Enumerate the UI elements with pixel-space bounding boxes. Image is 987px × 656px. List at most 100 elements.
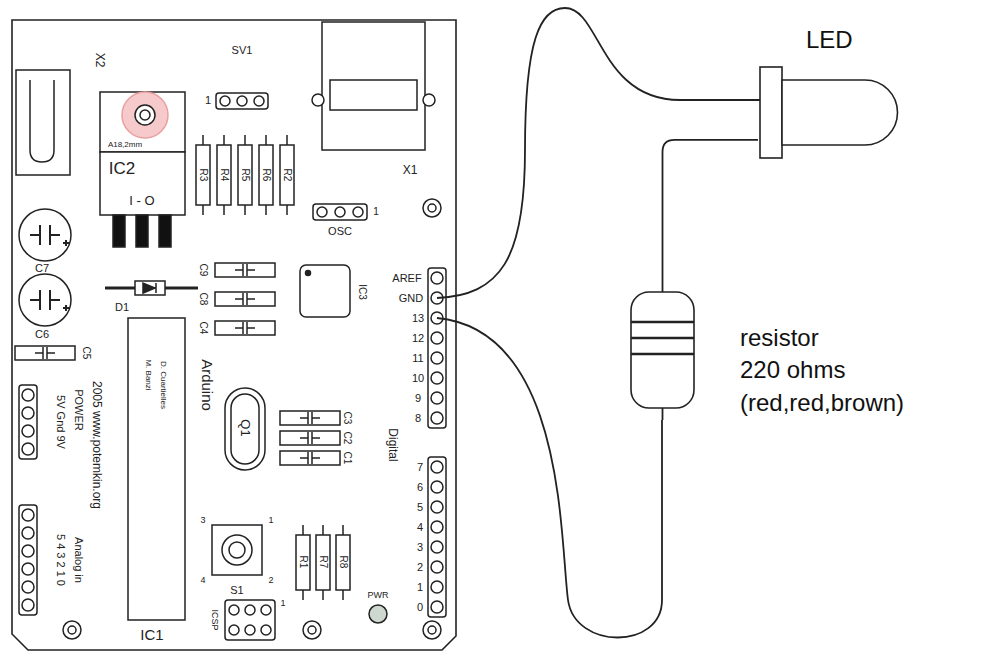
screw-hole [303, 621, 321, 639]
color-band [631, 322, 694, 354]
header-pin [22, 545, 34, 557]
board-label: 5V Gnd 9V [55, 395, 66, 449]
resistor-outline [625, 280, 700, 420]
board-outline [12, 20, 456, 650]
header-pin [431, 561, 443, 573]
board-label: R3 [198, 169, 208, 182]
capacitor-symbol [280, 451, 340, 465]
header-pin [431, 481, 443, 493]
board-label: 4 [200, 576, 205, 585]
board-label: R5 [240, 169, 250, 182]
usb-pin [312, 94, 324, 106]
capacitor-symbol [215, 321, 275, 335]
board-label: A18,2mm [108, 141, 142, 149]
resistor-symbol [259, 145, 273, 205]
board-label: 2 [268, 576, 273, 585]
resistor-lead [203, 135, 287, 215]
resistor-body [631, 292, 694, 408]
header-pin [261, 605, 271, 615]
header-pin [22, 563, 34, 575]
pin-header [428, 268, 446, 428]
header-pin [431, 272, 443, 284]
header-pin [431, 601, 443, 613]
board-label: SV1 [232, 45, 253, 56]
mount-hole [135, 105, 155, 125]
screw-hole [423, 199, 441, 217]
board-label: 1 [373, 207, 379, 217]
board-label: R7 [318, 556, 328, 569]
resistor-symbol [238, 145, 252, 205]
part-label: resistor 220 ohms (red,red,brown) [740, 322, 858, 419]
capacitor-symbol [280, 411, 340, 425]
chip-dot [306, 271, 311, 276]
header-pin [317, 207, 327, 217]
board-label: AREF [392, 273, 421, 284]
pin-header [313, 204, 367, 220]
board-label: C9 [198, 264, 208, 277]
board-label: D. Cuartielles [159, 361, 167, 409]
regulator-leg [159, 215, 171, 247]
pin-header [19, 505, 37, 615]
board-label: 7 [417, 462, 423, 473]
resistor-symbol [280, 145, 294, 205]
power-jack [30, 80, 54, 162]
resistor-symbol [296, 535, 310, 590]
gnd-wire [437, 8, 760, 298]
board-label: C4 [198, 322, 208, 335]
board-label: C7 [35, 263, 49, 274]
lead-wire [663, 140, 759, 280]
reset-button [212, 525, 262, 575]
board-label: Q1 [239, 419, 252, 436]
capacitor-symbol [215, 292, 275, 306]
capacitor-symbol [15, 346, 75, 360]
header-pin [431, 392, 443, 404]
header-pin [431, 412, 443, 424]
header-pin [229, 605, 239, 615]
board-label: 9 [415, 393, 421, 404]
board-label: C6 [35, 329, 49, 340]
capacitor-symbol [280, 431, 340, 445]
screw-hole [308, 626, 316, 634]
board-label: 1 [205, 95, 211, 106]
board-label: 5 4 3 2 1 0 [55, 534, 66, 586]
board-label: I - O [129, 194, 154, 207]
pin-header [428, 457, 446, 617]
header-pin [431, 581, 443, 593]
capacitor-mark [30, 290, 69, 311]
board-label: R8 [338, 556, 348, 569]
header-pin [229, 625, 239, 635]
board-label: C1 [342, 452, 352, 465]
reset-button [222, 535, 252, 565]
header-pin [22, 527, 34, 539]
header-pin [220, 96, 230, 106]
part-label: LED [806, 24, 853, 56]
usb-connector [322, 22, 425, 150]
screw-hole [428, 626, 436, 634]
highlight-circle [122, 92, 168, 138]
pin-header [216, 93, 268, 109]
board-label: 11 [412, 353, 423, 364]
board-label: 13 [412, 313, 424, 324]
header-pin [353, 207, 363, 217]
header-pin [22, 581, 34, 593]
led-outline [758, 60, 910, 165]
header-pin [245, 625, 255, 635]
header-pin [22, 389, 34, 401]
icsp-header [225, 600, 275, 640]
header-pin [335, 207, 345, 217]
board-label: C3 [342, 412, 352, 425]
board-label: 10 [412, 373, 424, 384]
board-label: C5 [81, 347, 91, 360]
board-label: 1 [417, 582, 423, 593]
resistor-symbol [217, 145, 231, 205]
header-pin [431, 332, 443, 344]
chip-socket [128, 318, 185, 620]
board-label: C8 [198, 293, 208, 306]
led-flange [760, 67, 782, 158]
regulator-tab [100, 92, 185, 152]
board-label: Digital [387, 428, 399, 461]
board-label: Arduino [200, 359, 215, 411]
board-label: D1 [115, 302, 129, 313]
